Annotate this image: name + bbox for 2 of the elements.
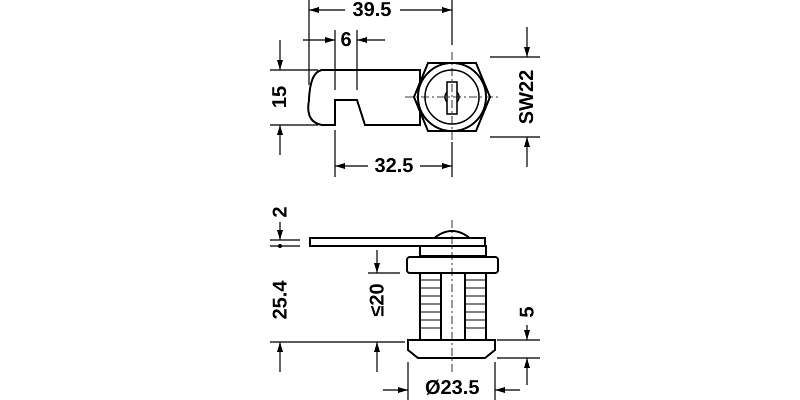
dimension-label: Ø23.5 — [423, 378, 482, 398]
dimension-label: 25.4 — [270, 278, 290, 322]
